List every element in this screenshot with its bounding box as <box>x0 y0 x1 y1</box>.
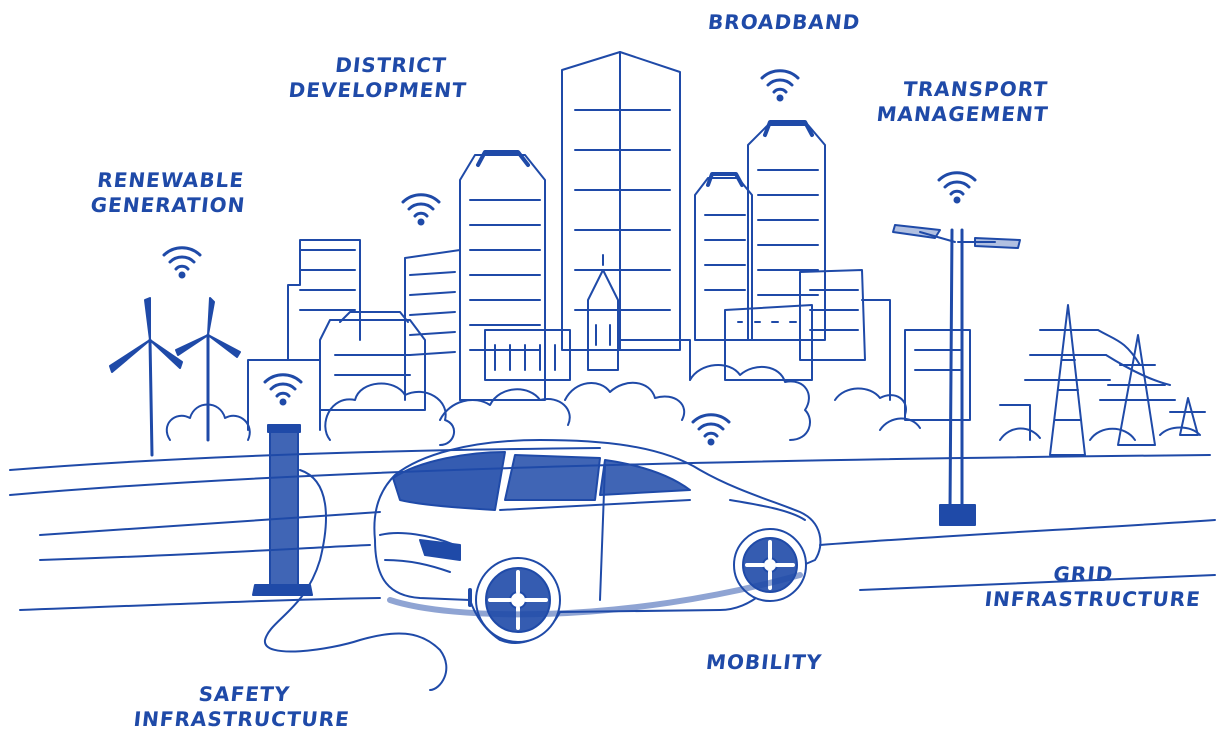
wind-turbine-icon <box>109 297 241 457</box>
wifi-icon <box>937 171 977 205</box>
wifi-icon <box>263 373 303 407</box>
broadband-label: BROADBAND <box>706 10 862 34</box>
wifi-icon <box>760 69 800 103</box>
district-development-label: DISTRICT DEVELOPMENT <box>287 53 469 102</box>
safety-infrastructure-label: SAFETY INFRASTRUCTURE <box>132 682 352 731</box>
city-skyline <box>247 51 1031 441</box>
renewable-generation-label: RENEWABLE GENERATION <box>89 168 247 217</box>
grid-infrastructure-label: GRID INFRASTRUCTURE <box>983 562 1202 611</box>
ev-charger-icon <box>252 424 448 691</box>
car-shadow <box>387 572 803 618</box>
wifi-icon <box>162 246 202 280</box>
mobility-label: MOBILITY <box>704 650 824 674</box>
wifi-icon <box>401 193 441 227</box>
power-pylon-icon <box>1024 304 1206 456</box>
trees <box>165 363 1201 446</box>
transport-management-label: TRANSPORT MANAGEMENT <box>875 77 1050 126</box>
wifi-icon <box>691 413 731 447</box>
street-lamp-icon <box>892 224 1021 526</box>
